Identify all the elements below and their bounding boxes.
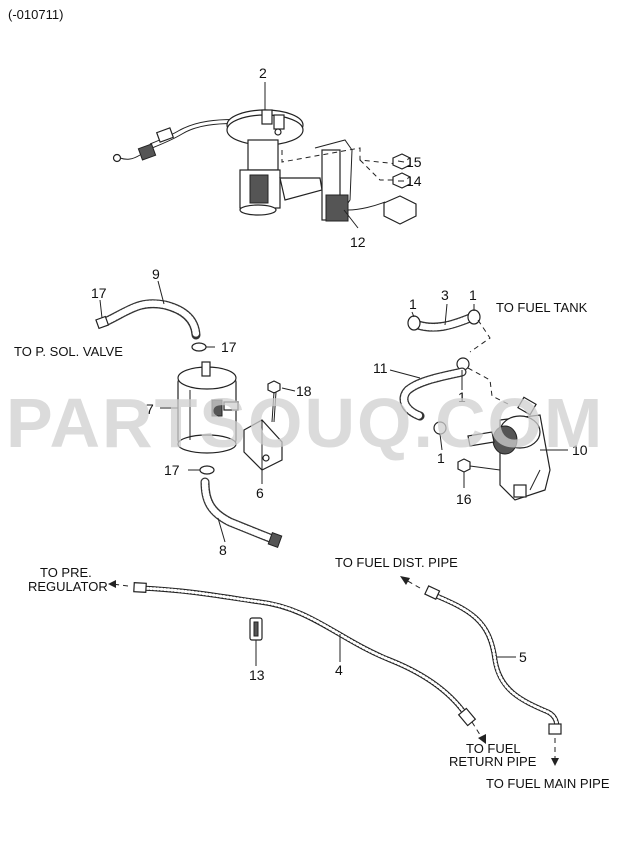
fuel-return-pipe-4[interactable] — [133, 582, 477, 727]
callout-11: 11 — [373, 360, 388, 376]
callout-17-low: 17 — [164, 462, 180, 478]
canister[interactable] — [177, 361, 239, 454]
vapor-hose-9[interactable] — [95, 299, 201, 340]
clip-17-upper[interactable] — [191, 342, 207, 352]
label-to-fuel-main-pipe: TO FUEL MAIN PIPE — [486, 776, 610, 791]
callout-1-b: 1 — [469, 287, 477, 303]
callout-1-a: 1 — [409, 296, 417, 312]
label-to-pre-2: REGULATOR — [28, 579, 108, 594]
clip-1-a[interactable] — [407, 315, 421, 331]
callout-18: 18 — [296, 383, 312, 399]
callout-17-top: 17 — [91, 285, 107, 301]
arrows — [108, 576, 559, 766]
vapor-hose-8[interactable] — [200, 477, 283, 548]
callout-2: 2 — [259, 65, 267, 81]
label-to-fuel-return-1: TO FUEL — [466, 741, 521, 756]
callout-7: 7 — [146, 401, 154, 417]
fuel-pump-module[interactable] — [112, 109, 417, 225]
callout-8: 8 — [219, 542, 227, 558]
watermark: PARTSOUQ.COM — [6, 384, 604, 462]
callout-1-d: 1 — [437, 450, 445, 466]
label-to-pre-1: TO PRE. — [40, 565, 92, 580]
callout-3: 3 — [441, 287, 449, 303]
leader-lines — [99, 82, 568, 666]
hose-3[interactable] — [413, 313, 475, 332]
label-to-p-sol-valve: TO P. SOL. VALVE — [14, 344, 123, 359]
callout-17-mid: 17 — [221, 339, 237, 355]
label-to-fuel-return-2: RETURN PIPE — [449, 754, 537, 769]
catalog-code: (-010711) — [8, 7, 63, 22]
bolt-18[interactable] — [267, 380, 281, 423]
purge-valve[interactable] — [467, 396, 551, 501]
canister-bracket[interactable] — [243, 419, 283, 471]
callout-15: 15 — [406, 154, 422, 170]
callout-4: 4 — [335, 662, 343, 678]
callout-13: 13 — [249, 667, 265, 683]
fuel-main-pipe-5[interactable] — [424, 585, 562, 735]
callout-14: 14 — [406, 173, 422, 189]
callout-9: 9 — [152, 266, 160, 282]
clip-1-b[interactable] — [467, 309, 481, 325]
callout-1-c: 1 — [458, 389, 466, 405]
callout-5: 5 — [519, 649, 527, 665]
hose-11[interactable] — [399, 367, 467, 421]
callout-16: 16 — [456, 491, 472, 507]
label-to-fuel-tank: TO FUEL TANK — [496, 300, 588, 315]
callout-6: 6 — [256, 485, 264, 501]
label-to-fuel-dist-pipe: TO FUEL DIST. PIPE — [335, 555, 458, 570]
pipe-clip-13[interactable] — [249, 617, 263, 641]
callout-10: 10 — [572, 442, 588, 458]
bolt-16[interactable] — [457, 458, 501, 473]
callout-12: 12 — [350, 234, 366, 250]
clip-17-lower[interactable] — [199, 465, 215, 475]
